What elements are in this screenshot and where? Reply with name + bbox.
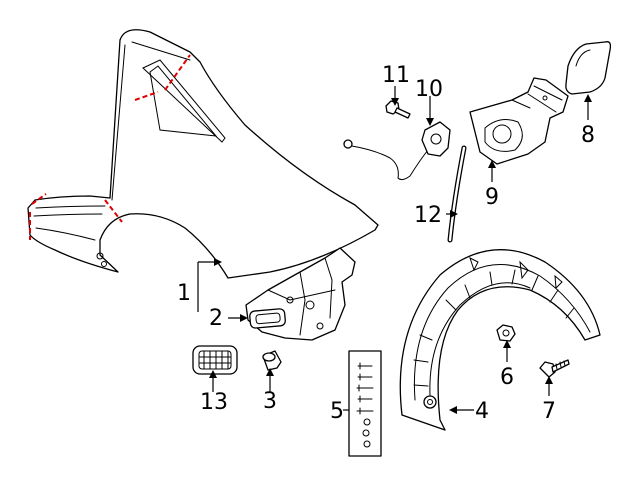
callout-11: 11 [382,63,410,88]
quarter-panel-icon [27,29,379,279]
callout-4: 4 [475,399,489,424]
fuel-housing-icon [469,77,569,165]
inner-panel-icon [245,247,356,341]
callout-1: 1 [177,281,191,306]
callout-10: 10 [415,77,443,102]
vent-grille-icon [192,345,238,375]
fuel-door-icon [565,41,612,95]
callout-9: 9 [485,185,499,210]
callout-8: 8 [581,123,595,148]
drain-hose-icon [447,145,467,243]
callout-3: 3 [263,389,277,414]
actuator-icon [343,121,451,181]
nut-icon [496,324,516,342]
screw-icon [539,359,570,378]
callout-2: 2 [209,306,223,331]
callout-12: 12 [414,203,442,228]
callout-5: 5 [330,399,344,424]
callout-13: 13 [200,390,228,415]
bolt-icon [385,100,411,119]
callout-7: 7 [542,399,556,424]
wheel-liner-icon [399,249,601,431]
callout-6: 6 [500,365,514,390]
arrowheads [209,94,592,414]
fastener-kit-icon [348,350,382,457]
bushing-icon [262,350,282,371]
